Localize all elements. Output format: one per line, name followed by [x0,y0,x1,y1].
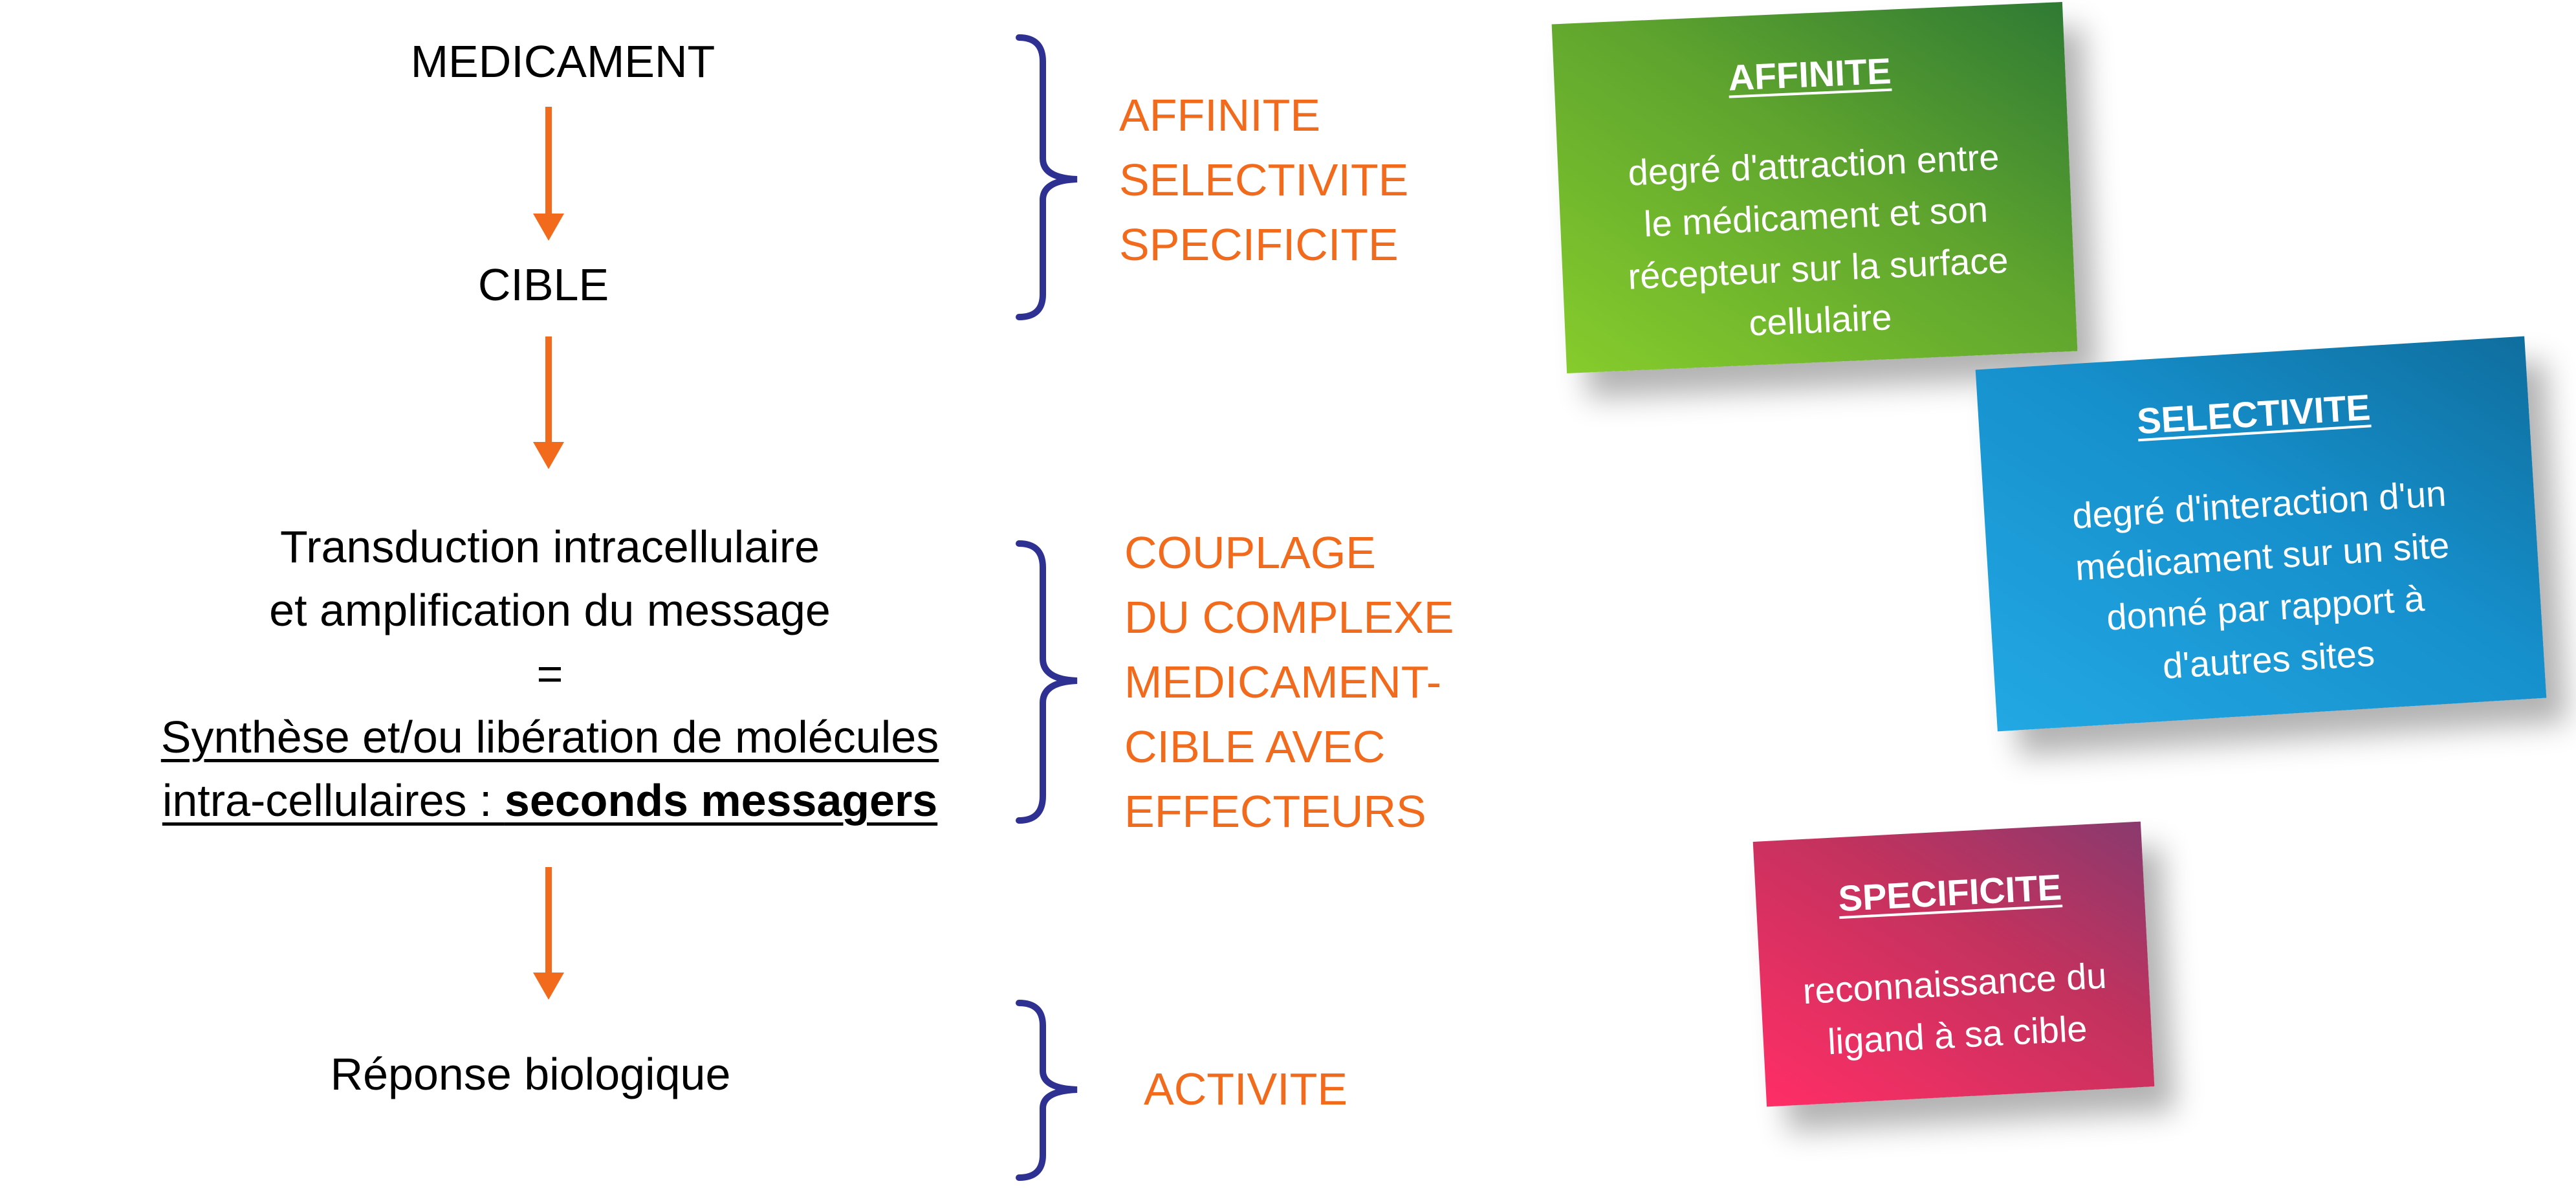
reponse-biologique-label: Réponse biologique [330,1049,731,1099]
note-affinite-title: AFFINITE [1727,50,1892,98]
note-selectivite: SELECTIVITE degré d'interaction d'un méd… [1975,336,2547,732]
medicament-label: MEDICAMENT [410,36,715,87]
bracket-3 [1016,1000,1078,1181]
seconds-messagers: seconds messagers [504,775,938,826]
bracket-1 [1016,34,1078,320]
note-affinite: AFFINITE degré d'attraction entre le méd… [1551,2,2078,373]
group2-item-medicament: MEDICAMENT- [1124,657,1441,707]
group2-item-du-complexe: DU COMPLEXE [1124,592,1454,643]
synthese-line2-prefix: intra-cellulaires : [162,775,505,826]
equals-sign: = [536,648,563,699]
note-specificite: SPECIFICITE reconnaissance du ligand à s… [1752,821,2155,1107]
transduction-line2: et amplification du message [269,585,831,635]
group-1-labels: AFFINITE SELECTIVITE SPECIFICITE [1119,83,1408,277]
arrow-2 [533,336,564,469]
bracket-2 [1016,540,1078,824]
group1-item-selectivite: SELECTIVITE [1119,155,1409,205]
arrow-3 [533,867,564,1000]
group-2-labels: COUPLAGE DU COMPLEXE MEDICAMENT- CIBLE A… [1124,520,1454,844]
arrow-1 [533,107,564,241]
note-specificite-title: SPECIFICITE [1837,866,2063,919]
group2-item-effecteurs: EFFECTEURS [1124,786,1426,837]
group2-item-cible-avec: CIBLE AVEC [1124,721,1386,772]
group1-item-specificite: SPECIFICITE [1119,219,1399,270]
group-3-labels: ACTIVITE [1144,1057,1348,1121]
synthese-line1: Synthèse et/ou libération de molécules [160,712,939,762]
note-selectivite-title: SELECTIVITE [2135,386,2372,442]
cible-label: CIBLE [477,259,609,310]
group1-item-affinite: AFFINITE [1119,90,1321,140]
transduction-line1: Transduction intracellulaire [280,522,820,572]
synthese-line2: intra-cellulaires : seconds messagers [65,768,1035,833]
group2-item-couplage: COUPLAGE [1124,527,1376,578]
group3-item-activite: ACTIVITE [1144,1064,1348,1114]
